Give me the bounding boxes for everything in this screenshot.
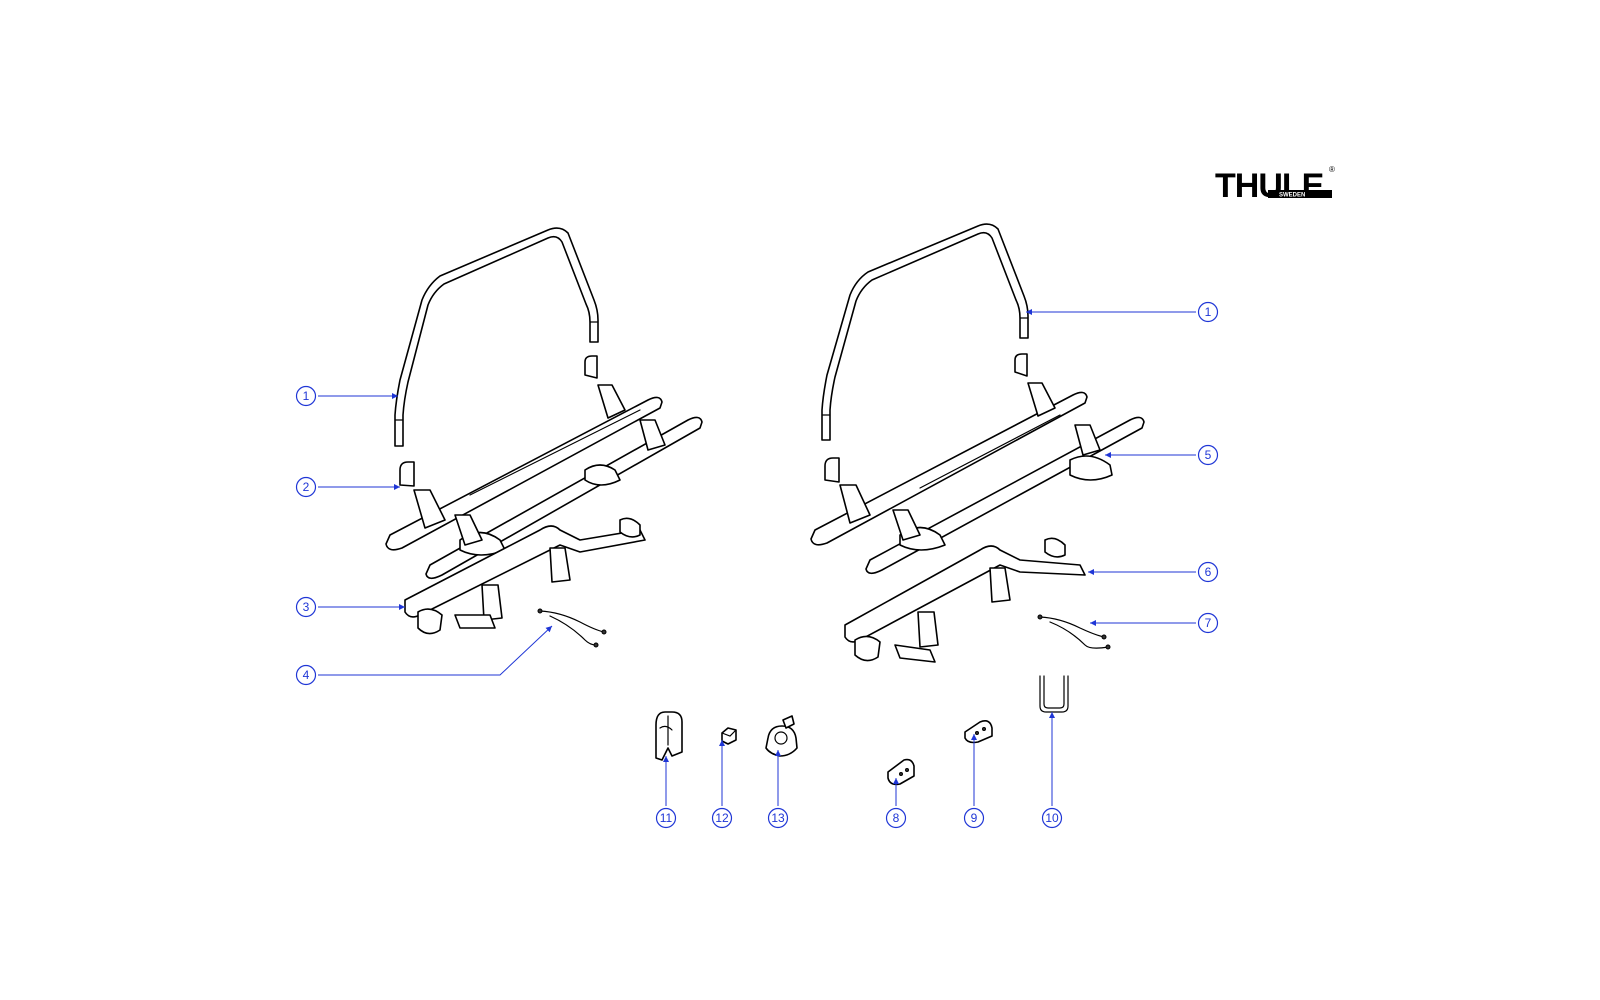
left-base-frame [404,517,646,635]
callout-circle [767,807,789,829]
left-arch-frame [394,227,599,447]
part-9-bracket [964,720,993,744]
part-12-nut [721,727,737,745]
callout-left-1: 1 [295,385,398,407]
callout-right-5: 5 [1105,444,1219,466]
callout-circle [1197,612,1219,634]
small-parts [655,675,1069,786]
callout-circle [711,807,733,829]
callout-small-11: 11 [655,756,677,829]
callout-arrowhead [399,604,405,610]
right-wheel-rails [810,353,1145,575]
callout-arrowhead [1026,309,1032,315]
callout-right-7: 7 [1090,612,1219,634]
callout-arrowhead [719,740,725,746]
callout-arrowhead [893,778,899,784]
thule-logo: THULE SWEDEN ® [1215,165,1335,205]
callout-number: 10 [1045,811,1059,825]
callout-number: 9 [971,811,978,825]
callout-arrowhead [392,393,398,399]
logo-wordmark: THULE [1215,167,1324,205]
callout-right-1: 1 [1026,301,1219,323]
callout-number: 6 [1205,565,1212,579]
part-13-buckle [765,715,798,757]
callout-circle [655,807,677,829]
callout-circle [1041,807,1063,829]
callout-arrowhead [775,750,781,756]
callout-circle [1197,561,1219,583]
callout-circle [885,807,907,829]
callout-left-3: 3 [295,596,405,618]
logo-bar [1268,190,1332,198]
callout-small-12: 12 [711,740,733,829]
logo-subtitle: SWEDEN [1279,193,1305,199]
right-arch-frame [821,223,1029,441]
callout-right-6: 6 [1088,561,1219,583]
callout-number: 4 [303,668,310,682]
callout-arrowhead [1049,712,1055,718]
callout-circle [1197,444,1219,466]
right-straps [1037,614,1111,650]
callout-circle [295,385,317,407]
callout-circle [295,476,317,498]
callout-arrowhead [1090,620,1096,626]
callout-arrowhead [1088,569,1094,575]
callout-circle [1197,301,1219,323]
left-assembly [385,227,703,648]
callout-leader-line [318,625,553,676]
part-10-u-bolt [1039,675,1069,713]
part-8-bracket [887,758,915,786]
callout-number: 5 [1205,448,1212,462]
callout-left-2: 2 [295,476,400,498]
callout-number: 13 [771,811,785,825]
callout-number: 2 [303,480,310,494]
callout-number: 12 [715,811,729,825]
callout-number: 7 [1205,616,1212,630]
callout-arrowhead [663,756,669,762]
callout-small-13: 13 [767,750,789,829]
callout-number: 1 [303,389,310,403]
callout-small-9: 9 [963,734,985,829]
callout-circle [963,807,985,829]
callout-circle [295,664,317,686]
callout-number: 1 [1205,305,1212,319]
callout-number: 8 [893,811,900,825]
callout-arrowhead [545,626,552,633]
logo-registered-mark: ® [1329,165,1335,174]
callout-number: 3 [303,600,310,614]
callout-arrowhead [971,734,977,740]
right-assembly [810,223,1145,663]
left-straps [537,608,607,648]
callout-arrowhead [1105,452,1111,458]
callout-circle [295,596,317,618]
callout-number: 11 [660,811,673,825]
callout-small-8: 8 [885,778,907,829]
callout-arrowhead [394,484,400,490]
right-base-frame [844,537,1086,663]
part-11-clamp [655,711,683,761]
callout-small-10: 10 [1041,712,1063,829]
callout-left-4: 4 [295,625,553,686]
